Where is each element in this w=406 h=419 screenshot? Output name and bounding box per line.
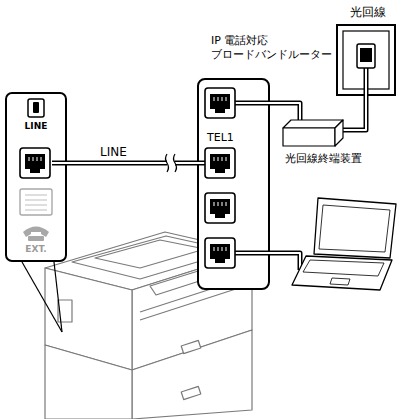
disabled-port — [25, 195, 47, 210]
laptop-keyboard — [303, 260, 384, 276]
phone-icon — [28, 236, 44, 241]
cable-connector — [270, 103, 300, 120]
line-icon — [33, 102, 39, 113]
port-contacts — [214, 97, 226, 101]
cable-outline — [67, 161, 197, 166]
leader-line — [54, 262, 62, 332]
ont-device-art — [283, 120, 343, 146]
laptop-touchpad — [330, 278, 350, 285]
port-contacts — [214, 157, 226, 161]
cable-outline — [270, 103, 300, 120]
phone-icon — [23, 227, 49, 238]
cable-outline — [235, 251, 270, 256]
laptop-base — [292, 256, 392, 290]
printer-body — [45, 232, 252, 419]
printer-cabinet-side — [45, 345, 132, 419]
cable-outline — [343, 96, 366, 130]
router-box: IP 電話対応 ブロードバンドルーターTEL1 — [197, 78, 270, 290]
ont-side — [335, 120, 343, 146]
output-slot — [140, 286, 245, 320]
drawer-handle — [181, 386, 201, 399]
port-frame — [205, 148, 235, 178]
printer-cabinet-front — [132, 330, 252, 419]
cable-outline — [364, 68, 369, 96]
ont-top — [283, 120, 343, 128]
cable-core — [365, 68, 367, 96]
connection-panel: LINE EXT. — [5, 92, 67, 262]
port-contacts — [29, 157, 41, 161]
outlet-socket — [360, 48, 372, 62]
cable-core — [270, 103, 300, 120]
port-contacts — [214, 247, 226, 251]
feeder-tray — [95, 240, 205, 268]
laptop-illustration — [292, 198, 396, 290]
disabled-port — [20, 189, 52, 215]
cable-outline — [197, 161, 205, 166]
port-tab — [215, 214, 225, 218]
leader-line — [22, 262, 62, 332]
cable-outline — [270, 253, 300, 270]
laptop-lid — [314, 198, 396, 258]
port-label: EXT. — [7, 244, 65, 255]
line-icon — [28, 99, 44, 117]
port-frame — [205, 238, 235, 268]
device-title: IP 電話対応 ブロードバンドルーター — [211, 34, 335, 62]
cable-core — [197, 162, 205, 164]
laptop-screen — [319, 205, 390, 252]
cable-core — [235, 252, 270, 254]
port-contacts — [214, 202, 226, 206]
laptop-cable — [270, 253, 300, 270]
port-tab — [215, 259, 225, 263]
port-jack — [20, 148, 50, 178]
cable-core — [67, 162, 197, 164]
device-label: 光回線 — [350, 5, 386, 20]
cable-core — [270, 253, 300, 270]
cable-core — [343, 96, 366, 130]
port-tab — [215, 109, 225, 113]
break-mark — [174, 154, 177, 172]
port-label: TEL1 — [207, 131, 234, 145]
port-jack — [205, 88, 235, 118]
callout-leader — [22, 262, 62, 332]
port-socket — [210, 199, 230, 214]
port-jack — [205, 193, 235, 223]
port-socket — [210, 154, 230, 169]
cable-outline — [235, 101, 270, 106]
cable-break — [166, 154, 177, 172]
router-box-art — [199, 80, 272, 292]
outlet-jack — [357, 44, 375, 68]
drawer-handle — [181, 340, 201, 353]
port-tab — [215, 169, 225, 173]
cable-outline — [52, 161, 67, 166]
wall-outlet-art — [338, 26, 398, 98]
cable-connector — [67, 163, 197, 164]
port-frame — [20, 148, 50, 178]
port-jack — [205, 238, 235, 268]
port-frame — [205, 88, 235, 118]
port-frame — [205, 193, 235, 223]
cable-core — [52, 162, 67, 164]
port-socket — [210, 244, 230, 259]
port-tab — [30, 169, 40, 173]
break-mark — [166, 154, 169, 172]
cable-label: LINE — [98, 145, 129, 159]
device-label: 光回線終端装置 — [285, 152, 362, 166]
cable-connector — [343, 96, 366, 130]
port-jack — [205, 148, 235, 178]
connection-panel-art — [7, 94, 69, 264]
port-label: LINE — [7, 121, 65, 132]
ont-front — [283, 128, 335, 146]
port-socket — [25, 154, 45, 169]
port-socket — [210, 94, 230, 109]
wall-outlet: 光回線 — [336, 24, 396, 96]
ont-device: 光回線終端装置 — [283, 120, 343, 146]
cable-core — [235, 102, 270, 104]
